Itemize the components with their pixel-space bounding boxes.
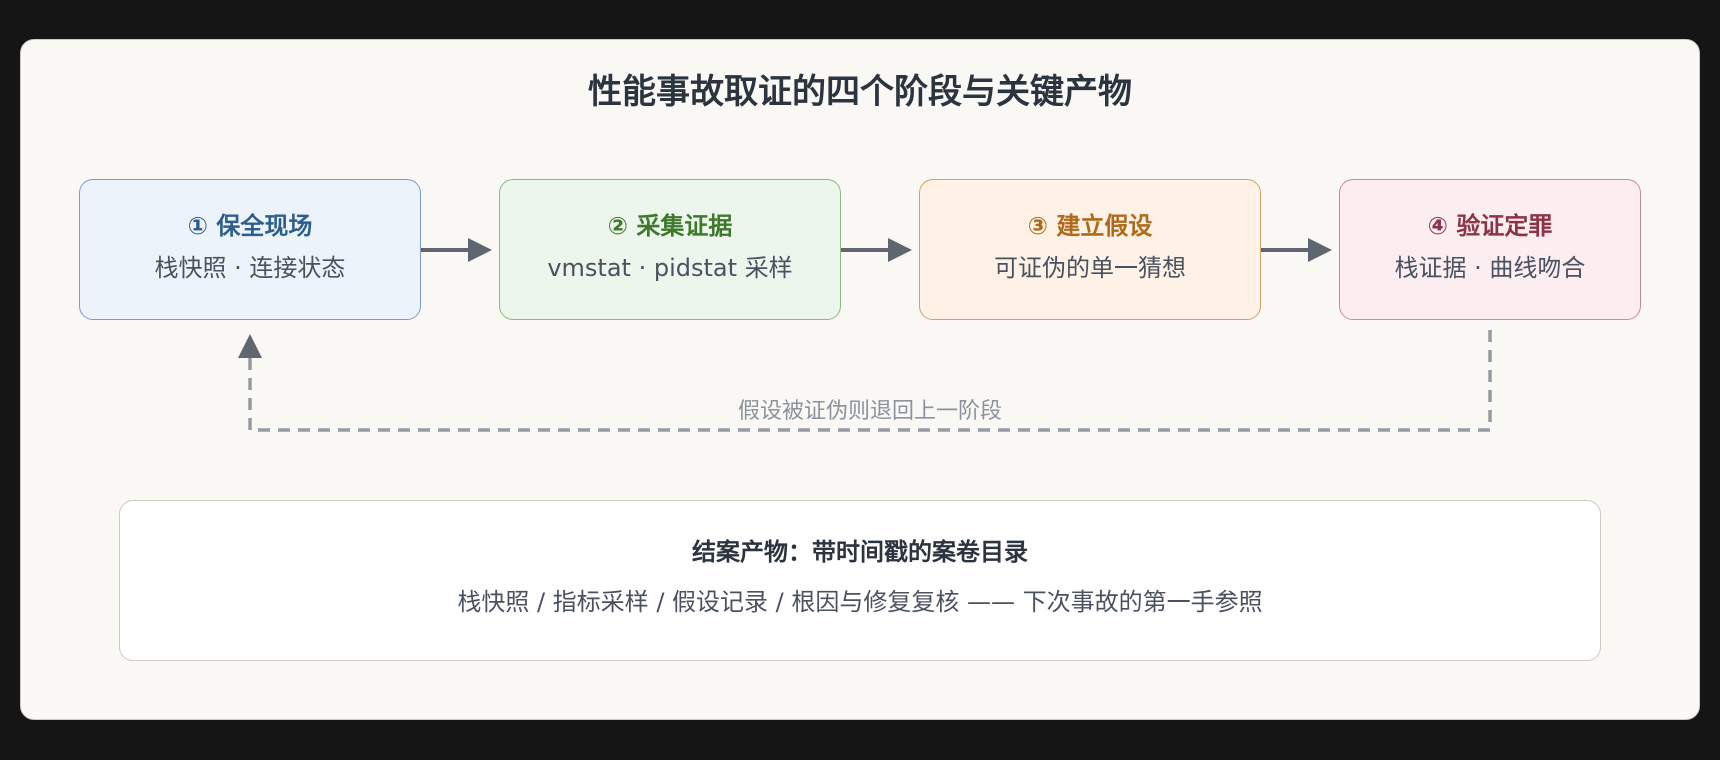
summary-items: 栈快照 / 指标采样 / 假设记录 / 根因与修复复核 —— 下次事故的第一手参… <box>457 588 1263 616</box>
stage-verify-conviction: ④ 验证定罪 栈证据 · 曲线吻合 <box>1339 179 1641 320</box>
stage-collect-evidence: ② 采集证据 vmstat · pidstat 采样 <box>499 179 841 320</box>
summary-heading: 结案产物：带时间戳的案卷目录 <box>692 538 1028 566</box>
stage-1-title: ① 保全现场 <box>187 212 313 240</box>
arrow-1-to-2 <box>421 238 492 262</box>
stage-2-title: ② 采集证据 <box>607 212 733 240</box>
stage-1-artifacts: 栈快照 · 连接状态 <box>154 254 346 282</box>
summary-box: 结案产物：带时间戳的案卷目录 栈快照 / 指标采样 / 假设记录 / 根因与修复… <box>119 500 1601 661</box>
stage-3-artifacts: 可证伪的单一猜想 <box>994 254 1186 282</box>
arrow-2-to-3 <box>841 238 912 262</box>
stage-build-hypothesis: ③ 建立假设 可证伪的单一猜想 <box>919 179 1261 320</box>
stage-3-title: ③ 建立假设 <box>1027 212 1153 240</box>
stage-4-title: ④ 验证定罪 <box>1427 212 1553 240</box>
feedback-loop-arrow <box>238 330 1492 432</box>
stage-4-artifacts: 栈证据 · 曲线吻合 <box>1394 254 1586 282</box>
stage-preserve-scene: ① 保全现场 栈快照 · 连接状态 <box>79 179 421 320</box>
feedback-loop-label: 假设被证伪则退回上一阶段 <box>737 399 1002 424</box>
diagram-title: 性能事故取证的四个阶段与关键产物 <box>588 72 1132 112</box>
arrow-3-to-4 <box>1261 238 1332 262</box>
stage-2-artifacts: vmstat · pidstat 采样 <box>547 254 793 282</box>
